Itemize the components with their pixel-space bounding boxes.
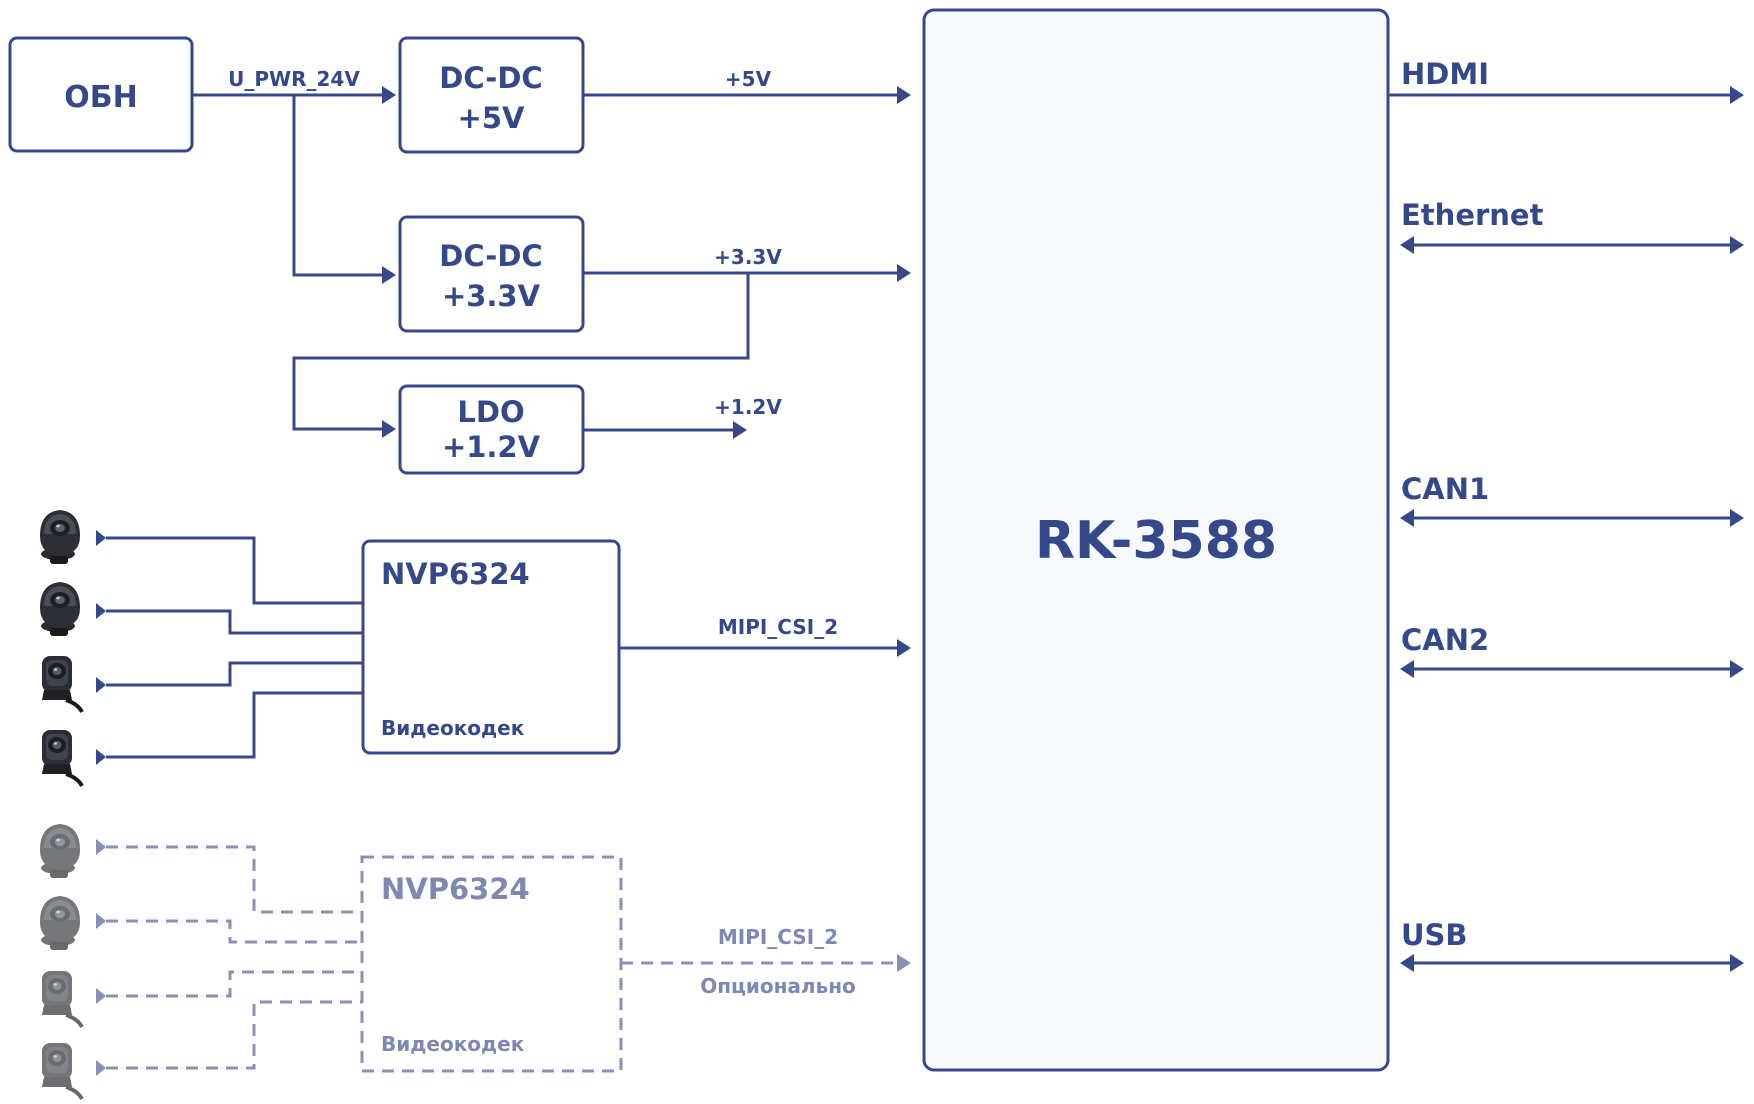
dcdc33-in-arrowhead bbox=[382, 266, 396, 284]
cam3-line bbox=[106, 663, 363, 685]
cam6-arrow bbox=[96, 913, 106, 929]
mipi2-arrowhead bbox=[897, 954, 911, 972]
mipi1-label: MIPI_CSI_2 bbox=[718, 615, 838, 639]
cam6-line bbox=[106, 921, 362, 942]
v33-label: +3.3V bbox=[714, 245, 782, 269]
camera-icon bbox=[40, 896, 80, 950]
camera-icon bbox=[42, 656, 82, 712]
can2-label: CAN2 bbox=[1401, 623, 1489, 657]
mipi2-label: MIPI_CSI_2 bbox=[718, 925, 838, 949]
camera-icon bbox=[40, 510, 80, 564]
usb-arrowhead-right bbox=[1730, 954, 1744, 972]
obn-label: ОБН bbox=[64, 80, 137, 115]
can1-arrowhead-left bbox=[1400, 509, 1414, 527]
cam7-line bbox=[106, 972, 362, 996]
cam5-line bbox=[106, 847, 362, 912]
v12-arrowhead bbox=[733, 421, 747, 439]
dcdc5-label-1: DC-DC bbox=[439, 61, 542, 95]
optional-label: Опционально bbox=[700, 974, 856, 998]
dcdc33-label-1: DC-DC bbox=[439, 239, 542, 273]
v12-label: +1.2V bbox=[714, 395, 782, 419]
cam8-arrow bbox=[96, 1060, 106, 1076]
usb-arrowhead-left bbox=[1400, 954, 1414, 972]
hdmi-label: HDMI bbox=[1401, 57, 1489, 91]
dcdc33-block bbox=[400, 217, 583, 331]
u-pwr-label: U_PWR_24V bbox=[228, 67, 360, 91]
ldo-label-2: +1.2V bbox=[442, 430, 541, 464]
ethernet-arrowhead-right bbox=[1730, 236, 1744, 254]
nvp6324-optional-title: NVP6324 bbox=[381, 872, 530, 906]
cam5-arrow bbox=[96, 839, 106, 855]
v5-label: +5V bbox=[725, 67, 772, 91]
can2-arrowhead-left bbox=[1400, 660, 1414, 678]
can1-arrowhead-right bbox=[1730, 509, 1744, 527]
cam2-arrow bbox=[96, 603, 106, 619]
cam3-arrow bbox=[96, 677, 106, 693]
nvp6324-optional-subtitle: Видеокодек bbox=[381, 1032, 525, 1056]
usb-label: USB bbox=[1401, 918, 1468, 952]
branch-to-dcdc33 bbox=[294, 95, 382, 275]
camera-icon bbox=[42, 730, 82, 786]
nvp6324-title: NVP6324 bbox=[381, 557, 530, 591]
nvp6324-subtitle: Видеокодек bbox=[381, 716, 525, 740]
cam7-arrow bbox=[96, 988, 106, 1004]
ethernet-label: Ethernet bbox=[1401, 198, 1544, 232]
ldo-in-arrowhead bbox=[382, 420, 396, 438]
cam2-line bbox=[106, 611, 363, 633]
v33-arrowhead bbox=[897, 264, 911, 282]
camera-icon bbox=[42, 971, 82, 1027]
can2-arrowhead-right bbox=[1730, 660, 1744, 678]
cam4-arrow bbox=[96, 749, 106, 765]
cam8-line bbox=[106, 1002, 362, 1068]
cam1-arrow bbox=[96, 530, 106, 546]
hdmi-arrowhead bbox=[1730, 86, 1744, 104]
rk3588-label: RK-3588 bbox=[1035, 511, 1277, 571]
camera-icon bbox=[40, 582, 80, 636]
dcdc33-label-2: +3.3V bbox=[442, 279, 541, 313]
ethernet-arrowhead-left bbox=[1400, 236, 1414, 254]
can1-label: CAN1 bbox=[1401, 472, 1489, 506]
ldo-label-1: LDO bbox=[457, 395, 524, 429]
camera-icon bbox=[42, 1043, 82, 1099]
cam1-line bbox=[106, 538, 363, 603]
u-pwr-arrowhead bbox=[382, 86, 396, 104]
v5-arrowhead bbox=[897, 86, 911, 104]
dcdc5-label-2: +5V bbox=[458, 101, 525, 135]
mipi1-arrowhead bbox=[897, 639, 911, 657]
camera-icon bbox=[40, 824, 80, 878]
cam4-line bbox=[106, 693, 363, 757]
